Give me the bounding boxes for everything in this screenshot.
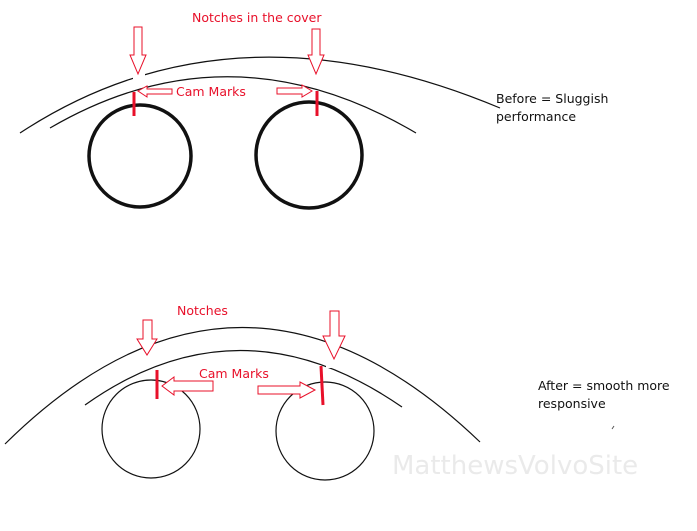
after-cam-arrow-left-icon xyxy=(161,376,214,396)
after-cover-inner-arc xyxy=(84,349,403,408)
before-cam-marks-label: Cam Marks xyxy=(176,84,246,99)
after-cam-marks-label: Cam Marks xyxy=(199,366,269,381)
before-notch-arrow-right-icon xyxy=(307,28,325,76)
after-stray-mark xyxy=(611,425,615,430)
before-cover-inner-arc xyxy=(49,76,417,134)
before-cam-right xyxy=(254,100,364,210)
before-cam-arrow-left-icon xyxy=(137,85,173,98)
after-description-line1: After = smooth more xyxy=(538,378,670,393)
after-description-line2: responsive xyxy=(538,396,606,411)
watermark-text: MatthewsVolvoSite xyxy=(392,451,638,481)
before-cover-outer-arc xyxy=(19,56,501,134)
before-cam-left xyxy=(87,103,193,209)
before-description-line1: Before = Sluggish xyxy=(496,91,608,106)
before-notch-right xyxy=(309,69,321,85)
before-notch-arrow-left-icon xyxy=(129,26,147,76)
after-cam-arrow-right-icon xyxy=(257,381,317,399)
before-cam-arrow-right-icon xyxy=(276,84,313,98)
after-notch-arrow-left-icon xyxy=(136,319,158,356)
after-cam-mark-right xyxy=(319,365,325,406)
after-diagram: Notches Cam Marks After = smooth more re… xyxy=(4,303,670,481)
after-cam-left xyxy=(101,379,201,479)
after-cover-outer-arc xyxy=(4,327,481,445)
after-notch-arrow-right-icon xyxy=(322,310,346,361)
before-description-line2: performance xyxy=(496,109,576,124)
after-notches-label: Notches xyxy=(177,303,228,318)
before-diagram: Notches in the cover Cam Marks Before = … xyxy=(19,10,608,210)
after-cam-right xyxy=(275,381,375,481)
before-notches-label: Notches in the cover xyxy=(192,10,322,25)
